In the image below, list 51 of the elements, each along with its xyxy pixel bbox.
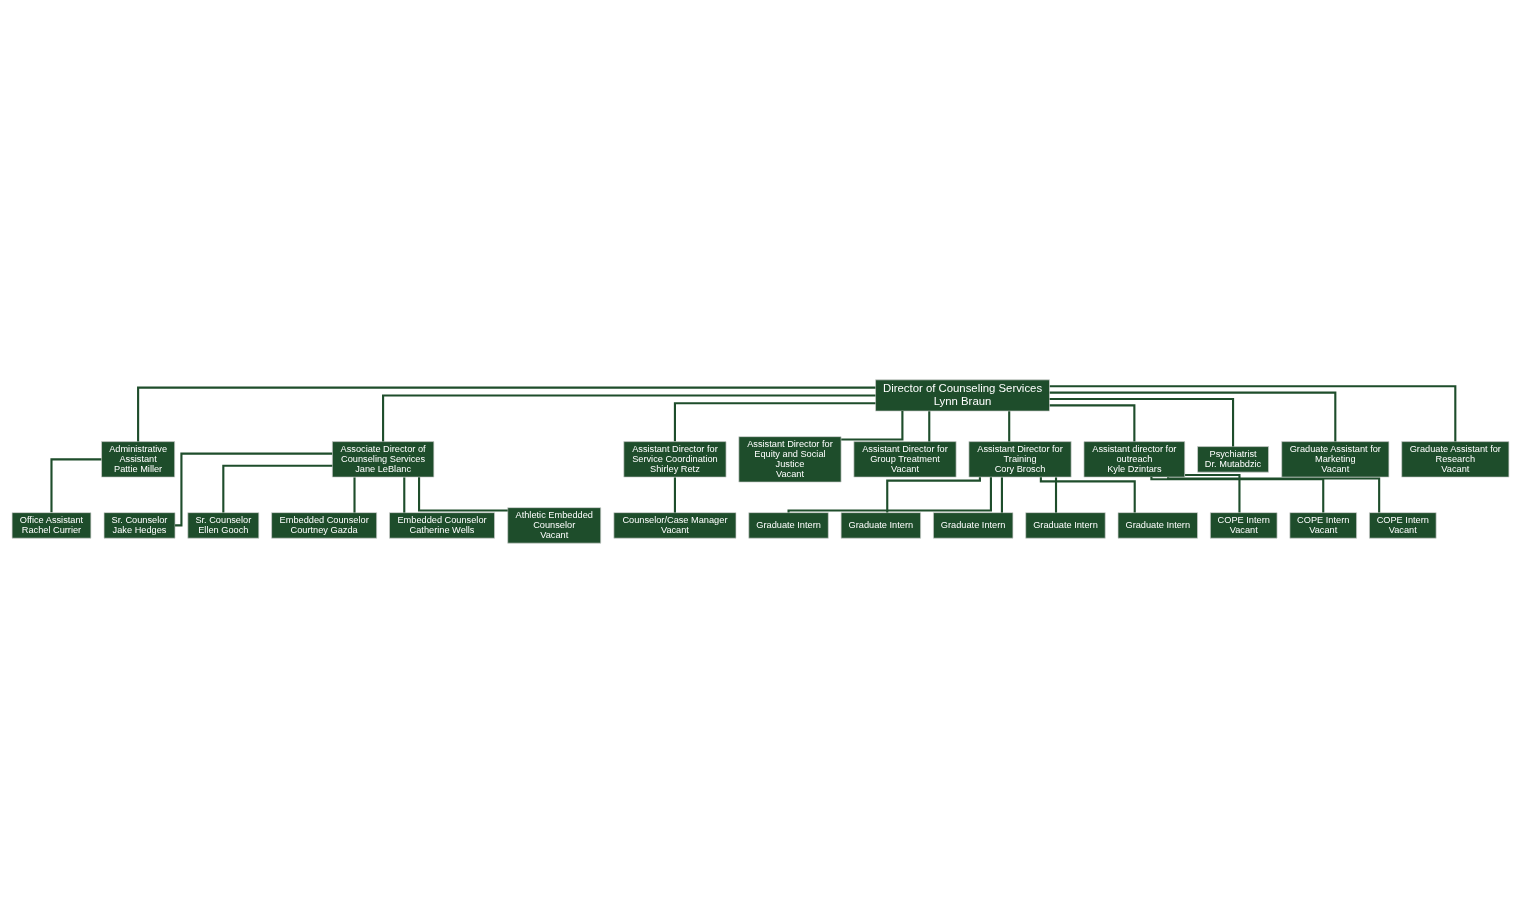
connector [886,477,981,513]
node-box: Assistant Director for Group Treatment Vacant [853,441,957,478]
node-box: Embedded Counselor Catherine Wells [389,512,495,539]
node-box: Office Assistant Rachel Currier [11,512,92,539]
connector [673,402,876,442]
connector [353,477,356,513]
connector [1049,391,1337,442]
node-box: Sr. Counselor Ellen Gooch [187,512,260,539]
node-box: Athletic Embedded Counselor Vacant [507,507,602,544]
node-box: Director of Counseling Services Lynn Braun [875,379,1050,412]
connector [50,458,102,513]
connector [1167,476,1381,513]
node-box: Assistant Director for Training Cory Brosch [968,441,1072,478]
node-box: COPE Intern Vacant [1289,512,1357,539]
node-box: Graduate Assistant for Research Vacant [1401,441,1510,478]
node-box: COPE Intern Vacant [1369,512,1437,539]
connector [673,477,676,513]
connector [1008,411,1011,442]
connector [928,411,931,442]
node-box: Assistant Director for Service Coordination Shirley Retz [623,441,727,478]
node-box: Sr. Counselor Jake Hedges [103,512,176,539]
connector [1000,477,1003,513]
connector [382,394,876,442]
node-box: Embedded Counselor Courtney Gazda [271,512,378,539]
connector [1049,404,1136,442]
connector [1039,477,1136,513]
connector [137,386,876,442]
connector [175,452,333,527]
connector [222,464,333,513]
node-box: Graduate Intern [933,512,1014,539]
node-box: Counselor/Case Manager Vacant [613,512,737,539]
node-box: Graduate Intern [1117,512,1198,539]
node-box: Graduate Assistant for Marketing Vacant [1281,441,1390,478]
node-box: Assistant director for outreach Kyle Dzintars [1083,441,1186,478]
connector [1049,385,1457,442]
node-box: COPE Intern Vacant [1210,512,1278,539]
node-box: Associate Director of Counseling Services Jane LeBlanc [331,441,435,478]
connector [418,477,508,512]
node-box: Graduate Intern [1025,512,1106,539]
node-box: Graduate Intern [840,512,921,539]
connector [1049,397,1235,447]
connector [841,411,904,441]
node-box: Assistant Director for Equity and Social Justice Vacant [738,436,842,483]
connector [1185,473,1241,513]
connector [1150,476,1325,513]
connector [403,477,406,513]
node-box: Administrative Assistant Pattie Miller [101,441,176,478]
connector [1054,477,1058,513]
connector [787,477,992,513]
node-box: Psychiatrist Dr. Mutabdzic [1197,446,1269,473]
node-box: Graduate Intern [748,512,829,539]
